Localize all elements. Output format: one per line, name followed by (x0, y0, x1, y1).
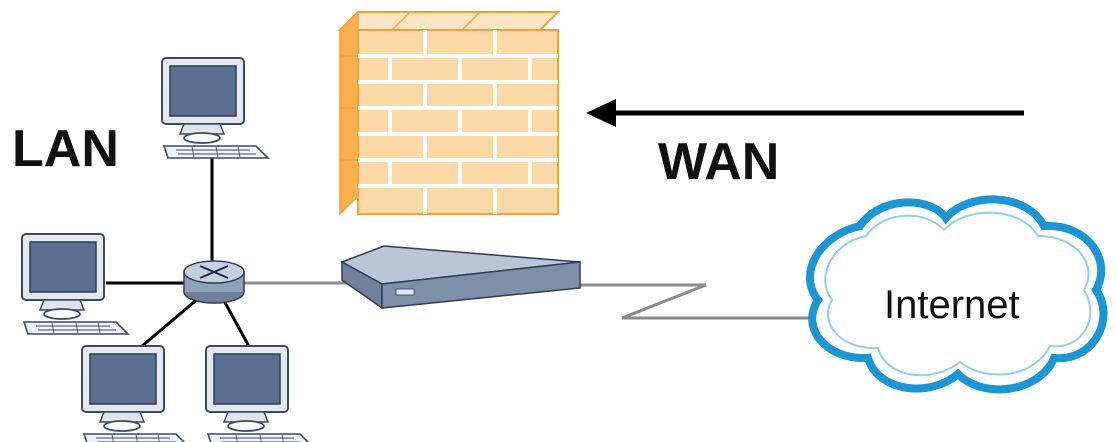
computer-icon-bottom-right (206, 346, 312, 442)
link-router-pc-bottom-left (135, 297, 200, 352)
wan-arrow (586, 99, 1024, 127)
computer-icon-top (162, 58, 268, 158)
link-zywall-internet (578, 285, 812, 318)
firewall-icon (340, 12, 558, 214)
link-router-pc-bottom-right (222, 297, 252, 352)
appliance-icon (342, 246, 580, 308)
router-icon (184, 261, 244, 303)
lan-label: LAN (12, 120, 119, 178)
lan-links (106, 148, 252, 352)
wan-label: WAN (658, 133, 779, 191)
computer-icon-bottom-left (82, 346, 188, 442)
internet-label: Internet (884, 283, 1020, 327)
